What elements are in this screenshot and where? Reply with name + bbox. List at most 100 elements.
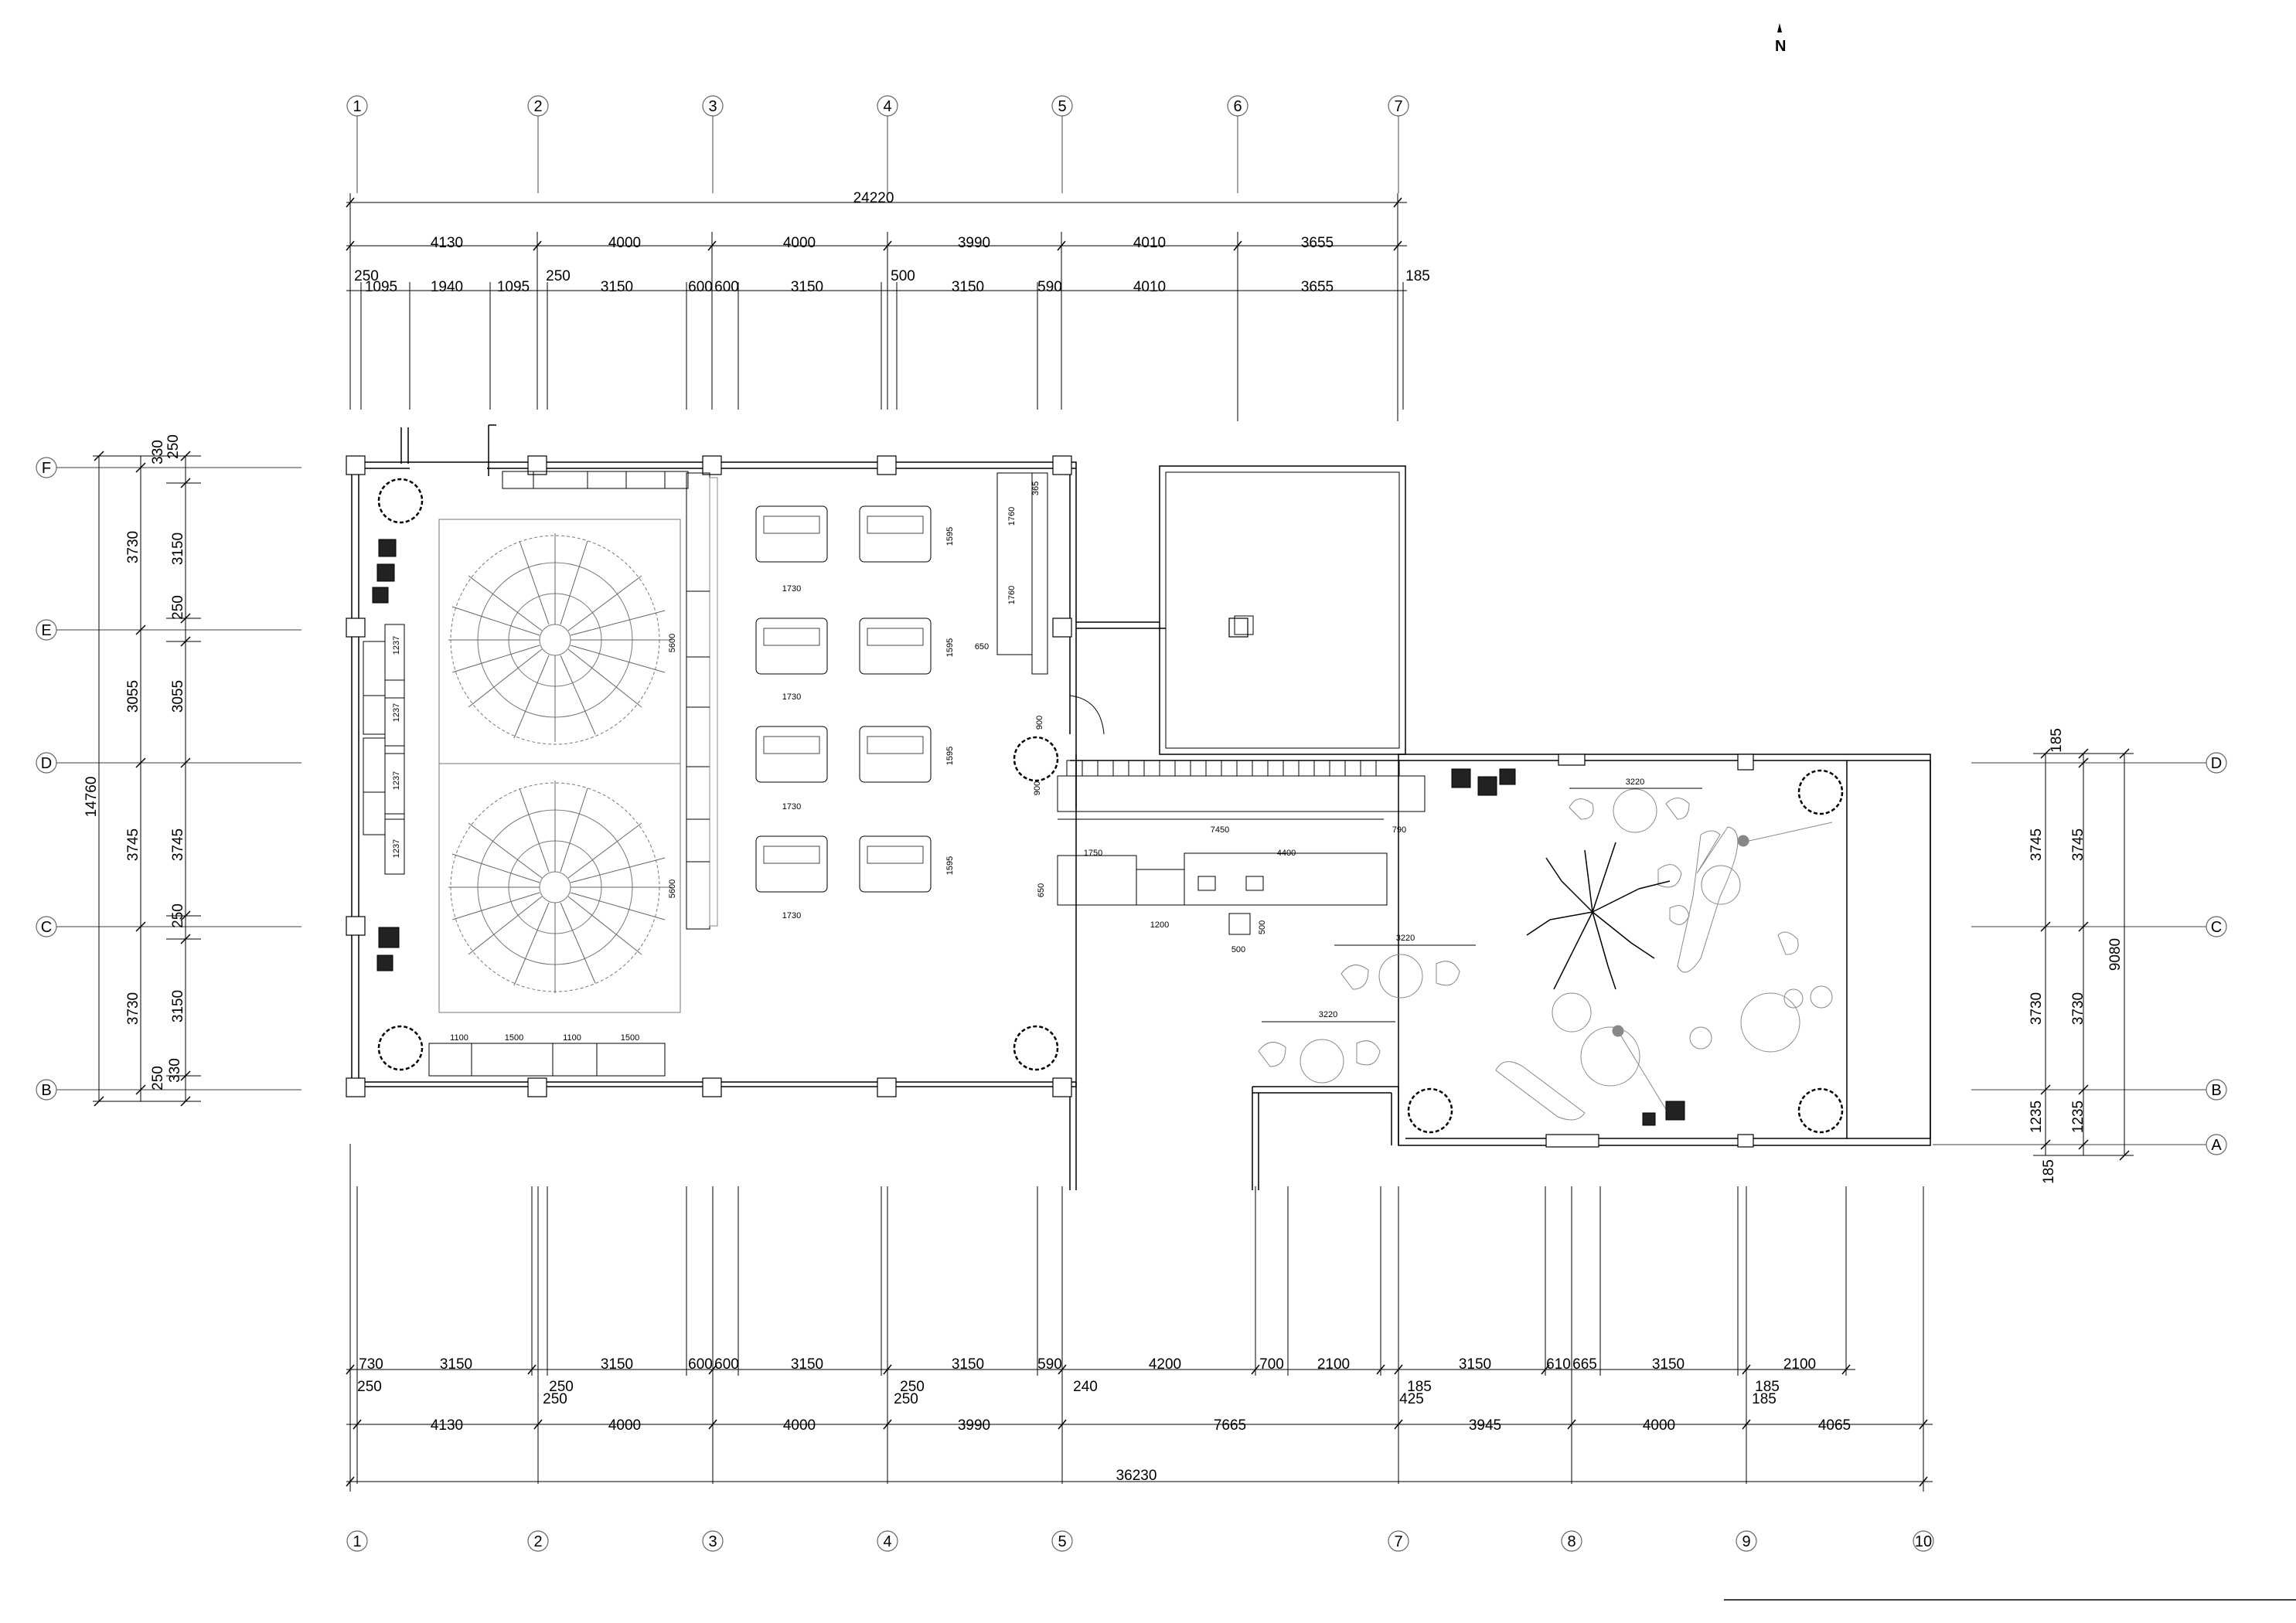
dim-cafe: 3220: [1626, 777, 1644, 787]
dim-right-overall: 9080: [2107, 938, 2124, 971]
dim-bench: 1100: [450, 1033, 468, 1043]
dim-bottom-detail: 590: [1037, 1356, 1062, 1373]
dim-top-bay: 4010: [1133, 235, 1166, 251]
axis-label: 2: [533, 1533, 542, 1550]
partition-shelving: [686, 472, 718, 930]
dim-bottom-detail: 3150: [791, 1356, 823, 1373]
dim-left-outer: 3730: [125, 531, 141, 563]
dim-bottom-bay: 4130: [431, 1417, 463, 1434]
storage-unit: [996, 472, 1105, 735]
dim-bench: 1500: [621, 1033, 639, 1043]
dim-bottom-bay: 7665: [1214, 1417, 1246, 1434]
dim-bottom-detail: 3150: [1459, 1356, 1491, 1373]
planter-icon: [1665, 1101, 1685, 1121]
dim-top-detail: 250: [546, 268, 571, 284]
right-dimension-texts: 9080 3745 3730 1235 185 3745 3730 1235 1…: [2029, 728, 2124, 1184]
north-arrow: N: [1775, 23, 1786, 55]
axis-label: 4: [883, 98, 891, 115]
dim-right-outer: 3745: [2029, 829, 2045, 861]
north-label: N: [1775, 38, 1786, 55]
dim-left-inner: 250: [165, 434, 182, 459]
dim-bottom-sub: 185: [1752, 1391, 1777, 1407]
cafe-dim-lines: [1262, 788, 1702, 1022]
dim-bottom-sub: 250: [357, 1379, 382, 1395]
planter-icon: [376, 563, 395, 582]
axis-label: B: [41, 1082, 51, 1099]
dim-top-detail: 250: [354, 268, 379, 284]
column-axis-bubbles: [346, 95, 1934, 1552]
cafe-dims: 3220 3220 3220: [1319, 777, 1644, 1019]
axis-label: 7: [1394, 98, 1402, 115]
fan-table-dims: 5600 5600: [668, 634, 677, 898]
axis-label: 4: [883, 1533, 891, 1550]
bench-dims: 1100 1500 1100 1500: [450, 1033, 639, 1043]
dim-bottom-detail: 730: [359, 1356, 383, 1373]
dim-desk-pod: 1730: [782, 692, 801, 702]
dim-bottom-overall: 36230: [1116, 1468, 1157, 1484]
dim-storage: 365: [1031, 481, 1041, 495]
dim-bottom-detail: 3150: [601, 1356, 633, 1373]
plant-icon: [1013, 736, 1059, 782]
dim-right-inner: 1235: [2070, 1101, 2086, 1133]
left-dimension-chain: [93, 451, 201, 1107]
dim-bottom-detail: 4200: [1149, 1356, 1181, 1373]
dim-right-inner: 185: [2049, 728, 2065, 753]
plant-icon: [377, 478, 424, 524]
dim-desk-pod: 1595: [945, 527, 955, 546]
dim-bench: 1500: [505, 1033, 523, 1043]
cafe-seating: [1258, 788, 1833, 1121]
dim-storage: 900: [1033, 781, 1042, 795]
dim-bottom-bay: 3990: [958, 1417, 990, 1434]
planter-icon: [378, 539, 397, 557]
bottom-dimension-texts: 730 3150 250 3150 250 250 600 600 3150 3…: [357, 1356, 1851, 1484]
axis-label: 5: [1058, 1533, 1066, 1550]
left-dimension-texts: 14760 3730 3055 3745 3730 330 250 3150 2…: [83, 434, 186, 1091]
dim-top-detail: 1095: [365, 279, 397, 295]
structural-columns: [346, 455, 1754, 1148]
axis-label: 10: [1915, 1533, 1932, 1550]
dim-bar: 650: [1037, 883, 1046, 897]
planter-icon: [1477, 776, 1497, 796]
axis-label: D: [2211, 755, 2222, 772]
dim-fan-table: 5600: [668, 634, 677, 652]
dim-right-inner: 185: [2041, 1159, 2057, 1184]
axis-label: 6: [1233, 98, 1242, 115]
row-axis-labels: F E D C B D C B A: [41, 460, 2223, 1154]
top-shelf: [502, 471, 689, 489]
axis-label: 3: [708, 1533, 717, 1550]
dim-top-detail: 4010: [1133, 279, 1166, 295]
dim-left-inner: 250: [170, 595, 186, 620]
dim-bar: 4400: [1277, 849, 1296, 858]
bar-counter: [1057, 615, 1426, 935]
dim-desk-pod: 1595: [945, 856, 955, 875]
dim-cafe: 3220: [1319, 1010, 1337, 1019]
dim-left-outer: 3055: [125, 680, 141, 713]
dim-storage: 1760: [1007, 507, 1017, 526]
dim-left-inner: 250: [150, 1066, 166, 1091]
dim-desk-pod: 1595: [945, 747, 955, 765]
dim-bottom-sub: 250: [894, 1391, 918, 1407]
dim-bottom-detail: 3150: [1652, 1356, 1685, 1373]
top-dimension-chain: [346, 193, 1407, 421]
bottom-bench: [428, 1043, 666, 1077]
dim-storage: 650: [975, 642, 989, 652]
radial-table-lower: [438, 763, 681, 1013]
dim-top-detail: 1940: [431, 279, 463, 295]
dim-desk-pod: 1595: [945, 638, 955, 657]
storage-dims: 365 1760 1760 650 900 900: [975, 481, 1044, 795]
dim-top-bay: 3655: [1301, 235, 1334, 251]
dim-left-inner: 3055: [170, 680, 186, 713]
dim-top-detail: 185: [1405, 268, 1430, 284]
right-dimension-chain: [2033, 748, 2134, 1161]
dim-lounge: 1237: [392, 636, 401, 655]
dim-bar: 500: [1231, 945, 1245, 954]
axis-label: 9: [1742, 1533, 1750, 1550]
dim-bottom-sub: 185: [1755, 1379, 1780, 1395]
dim-bottom-bay: 4000: [608, 1417, 641, 1434]
desk-pod-dims: 1730 1730 1730 1730 1595 1595 1595 1595: [782, 527, 955, 920]
axis-label: F: [42, 460, 51, 477]
dim-left-inner: 330: [167, 1058, 183, 1083]
axis-label: 8: [1567, 1533, 1576, 1550]
dim-bottom-sub: 250: [549, 1379, 574, 1395]
dim-bottom-detail: 3150: [440, 1356, 472, 1373]
